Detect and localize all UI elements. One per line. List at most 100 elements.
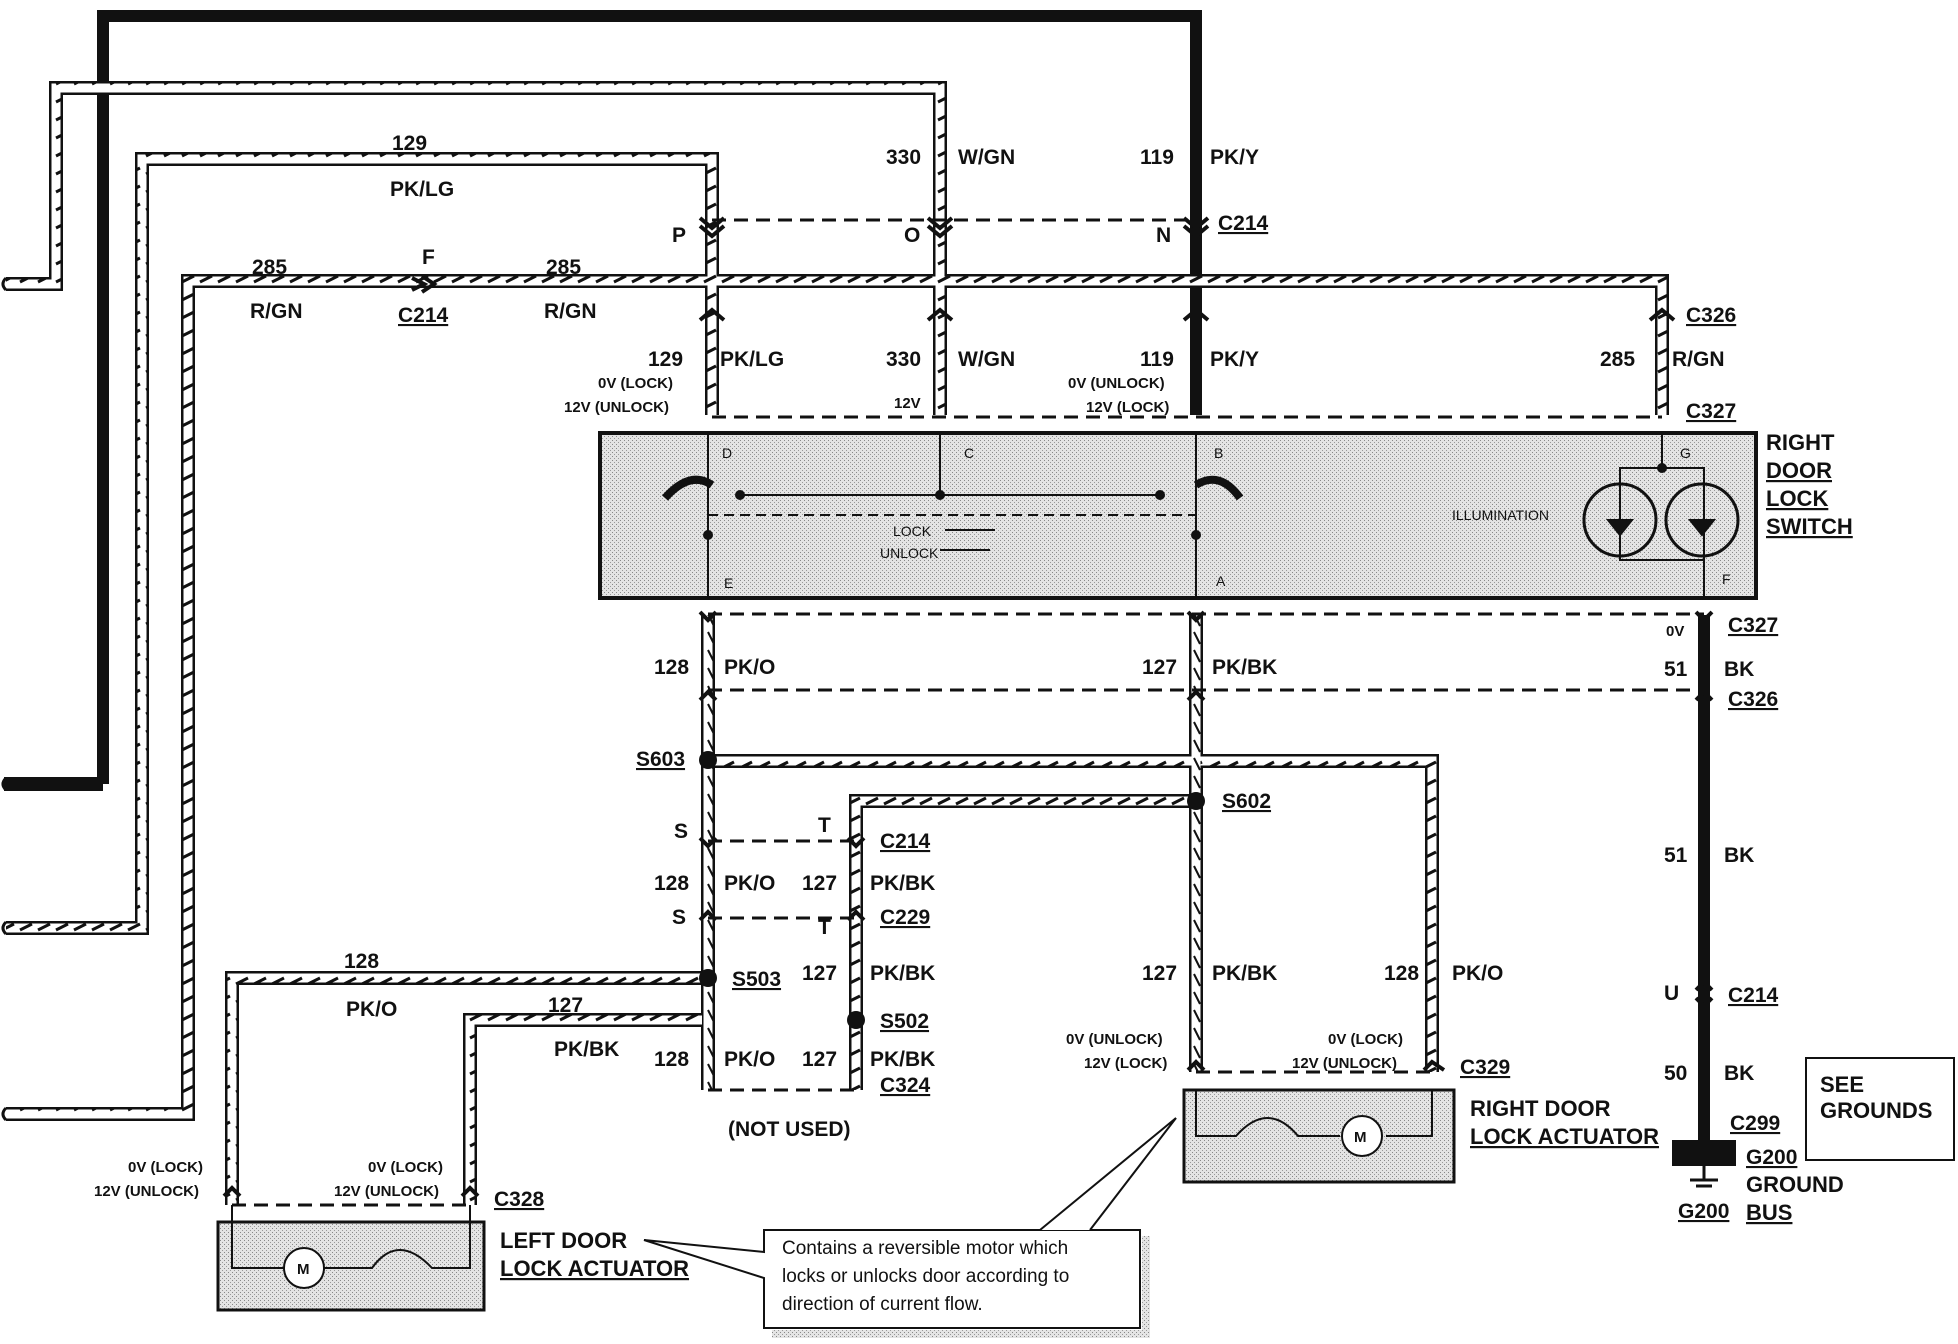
ground-bus-label-2: BUS [1746, 1200, 1792, 1225]
see-grounds-2: GROUNDS [1820, 1098, 1932, 1123]
w285-mid-color: R/GN [544, 300, 597, 323]
vl-unlock: 12V (UNLOCK) [94, 1183, 199, 1200]
w330-low-color: W/GN [958, 348, 1015, 371]
w119-top-num: 119 [1140, 146, 1174, 169]
connector-c324: C324 [880, 1074, 931, 1097]
w128-a-color: PK/O [724, 656, 775, 679]
connector-c299: C299 [1730, 1112, 1780, 1135]
left-actuator-label-1: LEFT DOOR [500, 1228, 627, 1253]
left-door-lock-actuator [216, 1220, 486, 1312]
w127-b-color: PK/BK [870, 872, 935, 895]
w127-e-num: 127 [802, 1048, 837, 1071]
wire-ends [1, 276, 8, 1122]
w129-low-num: 129 [648, 348, 683, 371]
w129-top-num: 129 [392, 132, 427, 155]
switch-illumination: ILLUMINATION [1452, 507, 1549, 523]
w127-d-color: PK/BK [1212, 962, 1277, 985]
connector-c327-a: C327 [1686, 400, 1736, 423]
switch-title-4: SWITCH [1766, 514, 1853, 539]
w127-left-num: 127 [548, 994, 583, 1017]
switch-nodes [703, 463, 1667, 540]
pin-u: U [1664, 982, 1679, 1005]
connector-c327-b: C327 [1728, 614, 1778, 637]
w127-c-num: 127 [802, 962, 837, 985]
switch-lock: LOCK [893, 523, 932, 539]
w51-b-color: BK [1724, 844, 1754, 867]
w330-low-num: 330 [886, 348, 921, 371]
w119-low-color: PK/Y [1210, 348, 1259, 371]
w127-d-num: 127 [1142, 962, 1177, 985]
v330: 12V [894, 395, 921, 412]
w119-low-num: 119 [1140, 348, 1174, 371]
connector-c326-b: C326 [1728, 688, 1778, 711]
w129-low-color: PK/LG [720, 348, 784, 371]
connector-c229: C229 [880, 906, 930, 929]
w128-d-num: 128 [1384, 962, 1419, 985]
w285-left-num: 285 [252, 256, 287, 279]
connector-c329: C329 [1460, 1056, 1510, 1079]
w285-right-color: R/GN [1672, 348, 1725, 371]
pin-t-1: T [818, 814, 831, 837]
v129-unlock: 12V (UNLOCK) [564, 399, 669, 416]
see-grounds-1: SEE [1820, 1072, 1864, 1097]
w127-a-num: 127 [1142, 656, 1177, 679]
switch-internals [662, 433, 1740, 598]
splice-s603: S603 [636, 748, 685, 771]
ground-g200-b: G200 [1678, 1200, 1729, 1223]
w128-a-num: 128 [654, 656, 689, 679]
switch-title-3: LOCK [1766, 486, 1828, 511]
v119-unlock: 0V (UNLOCK) [1068, 375, 1165, 392]
not-used-label: (NOT USED) [728, 1118, 851, 1141]
pin-f: F [422, 246, 435, 269]
left-actuator-label-2: LOCK ACTUATOR [500, 1256, 689, 1281]
pin-o: O [904, 224, 920, 247]
connector-c214-left: C214 [398, 304, 449, 327]
vr-lock-2: 0V (LOCK) [1328, 1031, 1403, 1048]
note-line-3: direction of current flow. [782, 1294, 983, 1315]
connector-c214-top: C214 [1218, 212, 1269, 235]
pin-t-2: T [818, 916, 831, 939]
pin-p: P [672, 224, 686, 247]
note-callout [643, 1229, 1141, 1329]
note-shadow [1142, 1236, 1150, 1332]
w127-left-color: PK/BK [554, 1038, 619, 1061]
w51-b-num: 51 [1664, 844, 1688, 867]
v129-lock: 0V (LOCK) [598, 375, 673, 392]
w51-a-color: BK [1724, 658, 1754, 681]
striped-wires-inner [6, 83, 1667, 1205]
ground-bus [1672, 1140, 1736, 1166]
vl-lock-2: 0V (LOCK) [368, 1159, 443, 1176]
ground-g200-a: G200 [1746, 1146, 1797, 1169]
splice-s502: S502 [880, 1010, 929, 1033]
connector-c326-a: C326 [1686, 304, 1736, 327]
note-line-1: Contains a reversible motor which [782, 1238, 1068, 1259]
splice-dots [699, 751, 1205, 1029]
connector-c214-mid: C214 [880, 830, 931, 853]
w285-mid-num: 285 [546, 256, 581, 279]
w128-e-color: PK/O [724, 1048, 775, 1071]
w128-left-color: PK/O [346, 998, 397, 1021]
w285-right-num: 285 [1600, 348, 1635, 371]
w128-d-color: PK/O [1452, 962, 1503, 985]
pin-b: B [1214, 445, 1223, 461]
w127-c-color: PK/BK [870, 962, 935, 985]
right-motor-label: M [1354, 1129, 1367, 1146]
see-grounds-box [1805, 1057, 1955, 1161]
w119-top-color: PK/Y [1210, 146, 1259, 169]
w50-color: BK [1724, 1062, 1754, 1085]
pin-c: C [964, 445, 974, 461]
switch-unlock: UNLOCK [880, 545, 939, 561]
vr-lock: 12V (LOCK) [1084, 1055, 1167, 1072]
switch-title-1: RIGHT [1766, 430, 1835, 455]
w51-a-num: 51 [1664, 658, 1688, 681]
w128-b-num: 128 [654, 872, 689, 895]
note-callout-pointer [1039, 1117, 1177, 1231]
pin-f-switch: F [1722, 571, 1731, 587]
left-actuator-motor [231, 1205, 471, 1289]
wire-119 [97, 10, 1202, 784]
connector-chevrons [222, 216, 1714, 1198]
pin-s-2: S [672, 906, 686, 929]
w285-left-color: R/GN [250, 300, 303, 323]
pin-a: A [1216, 573, 1226, 589]
